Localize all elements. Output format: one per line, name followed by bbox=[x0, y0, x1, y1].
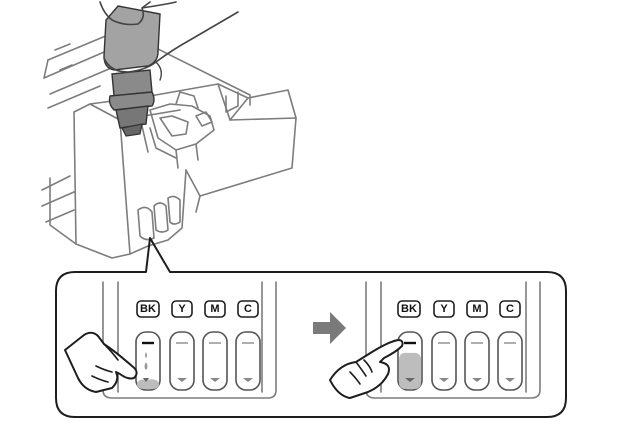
ink-tank-y-after bbox=[431, 331, 457, 391]
svg-text:C: C bbox=[244, 303, 252, 315]
ink-tank-bk-after bbox=[397, 331, 423, 391]
printer-illustration bbox=[41, 29, 297, 259]
ink-tank-y bbox=[169, 331, 195, 391]
svg-text:M: M bbox=[472, 303, 481, 315]
svg-text:Y: Y bbox=[178, 303, 186, 315]
pointing-hand-icon-after bbox=[329, 339, 404, 399]
after-panel: BK Y M C bbox=[329, 281, 541, 399]
tank-label-bk-after: BK bbox=[397, 300, 421, 318]
ink-tank-m-after bbox=[464, 331, 490, 391]
svg-text:Y: Y bbox=[440, 303, 448, 315]
tank-label-m: M bbox=[204, 300, 226, 318]
svg-text:BK: BK bbox=[140, 303, 156, 315]
pointing-hand-icon bbox=[64, 331, 138, 393]
svg-text:BK: BK bbox=[401, 303, 417, 315]
svg-text:M: M bbox=[210, 303, 219, 315]
tank-label-m-after: M bbox=[466, 300, 488, 318]
tank-label-c-after: C bbox=[499, 300, 521, 318]
zoom-callout-frame bbox=[55, 237, 567, 418]
before-panel: BK Y M C bbox=[64, 281, 277, 399]
tank-label-bk: BK bbox=[136, 300, 160, 318]
ink-tank-c bbox=[235, 331, 261, 391]
hand-holding-bottle-icon bbox=[99, 1, 239, 81]
tank-label-y: Y bbox=[171, 300, 193, 318]
tank-label-c: C bbox=[237, 300, 259, 318]
right-arrow-icon bbox=[313, 312, 346, 344]
svg-text:C: C bbox=[506, 303, 514, 315]
tank-label-y-after: Y bbox=[433, 300, 455, 318]
ink-tank-bk bbox=[135, 331, 161, 391]
ink-tank-m bbox=[202, 331, 228, 391]
ink-tank-c-after bbox=[497, 331, 523, 391]
